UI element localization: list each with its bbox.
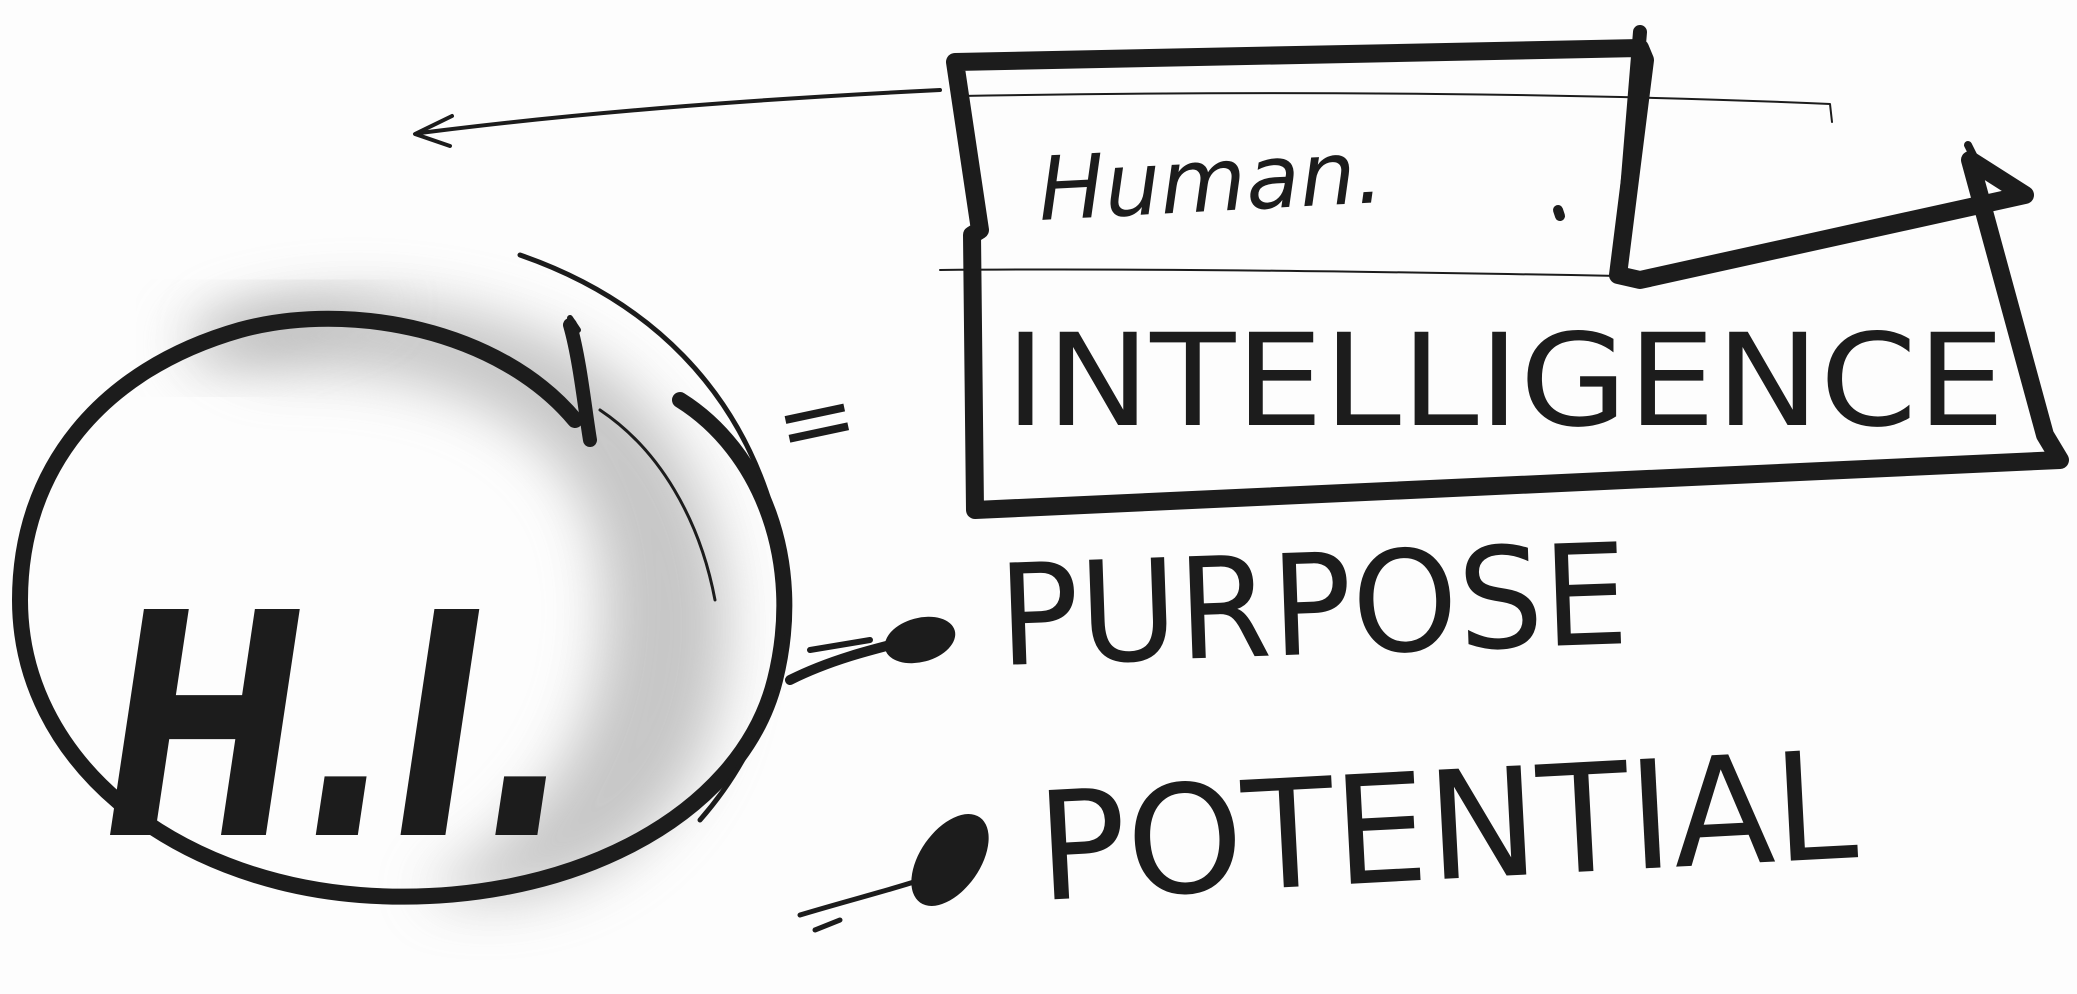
bullet-1 [790, 609, 960, 680]
bullet-1-label: PURPOSE [995, 514, 1630, 699]
left-arrow [415, 90, 940, 146]
box-main-label: INTELLIGENCE [1005, 307, 2005, 456]
box-top-label: Human. [1036, 120, 1386, 241]
bullet-2-label: POTENTIAL [1033, 719, 1861, 936]
equals-sign: = [765, 357, 867, 483]
circle-label: H.I. [105, 548, 575, 909]
box-top-dot [1558, 210, 1560, 216]
bullet-2 [800, 800, 1004, 930]
